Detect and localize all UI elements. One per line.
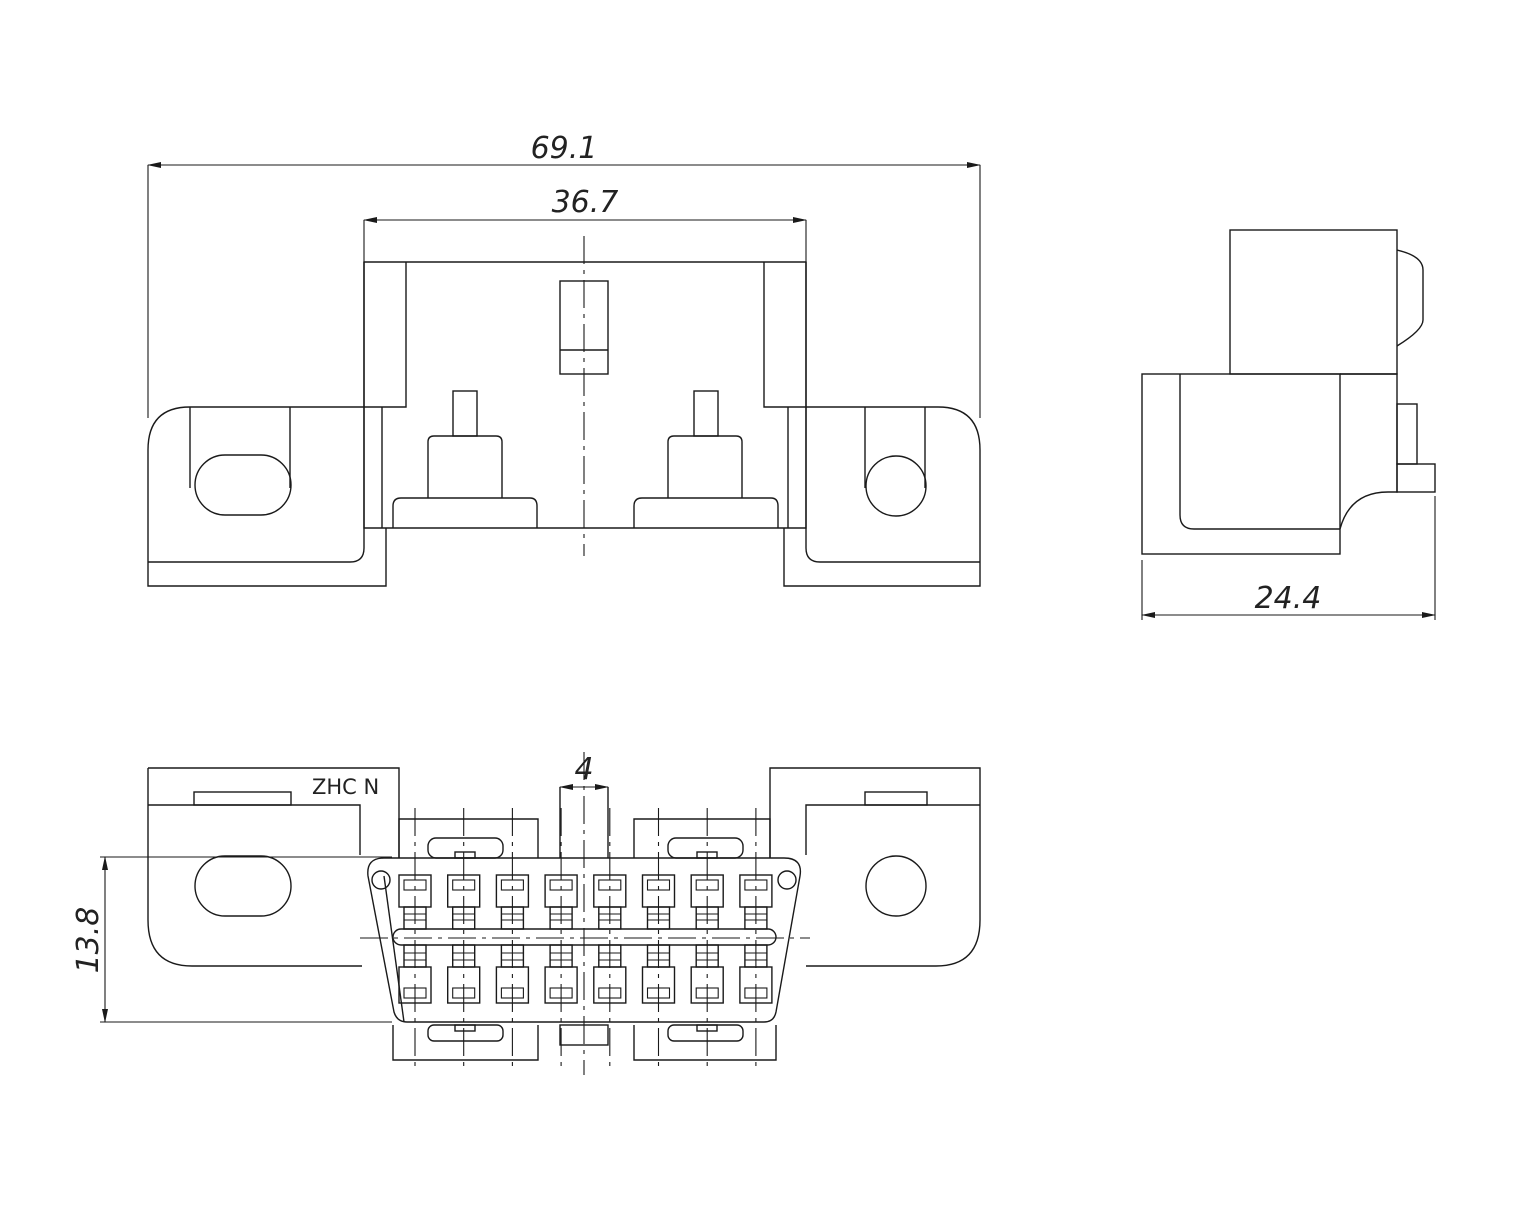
dimension-depth: 24.4: [1141, 496, 1436, 620]
dimension-inner-width: 36.7: [363, 185, 807, 262]
dimension-height-label: 13.8: [71, 907, 106, 974]
front-view: ZHC N 4: [71, 752, 981, 1075]
pin-grid: [398, 874, 773, 1004]
dimension-inner-width-label: 36.7: [552, 185, 619, 220]
dimension-depth-label: 24.4: [1255, 581, 1322, 616]
side-view: 24.4: [1141, 229, 1436, 620]
dimension-overall-width: 69.1: [147, 131, 981, 418]
dimension-overall-width-label: 69.1: [531, 131, 598, 166]
part-marking: ZHC N: [312, 775, 379, 799]
dimension-height: 13.8: [71, 856, 392, 1023]
top-view: 69.1 36.7: [147, 131, 981, 587]
